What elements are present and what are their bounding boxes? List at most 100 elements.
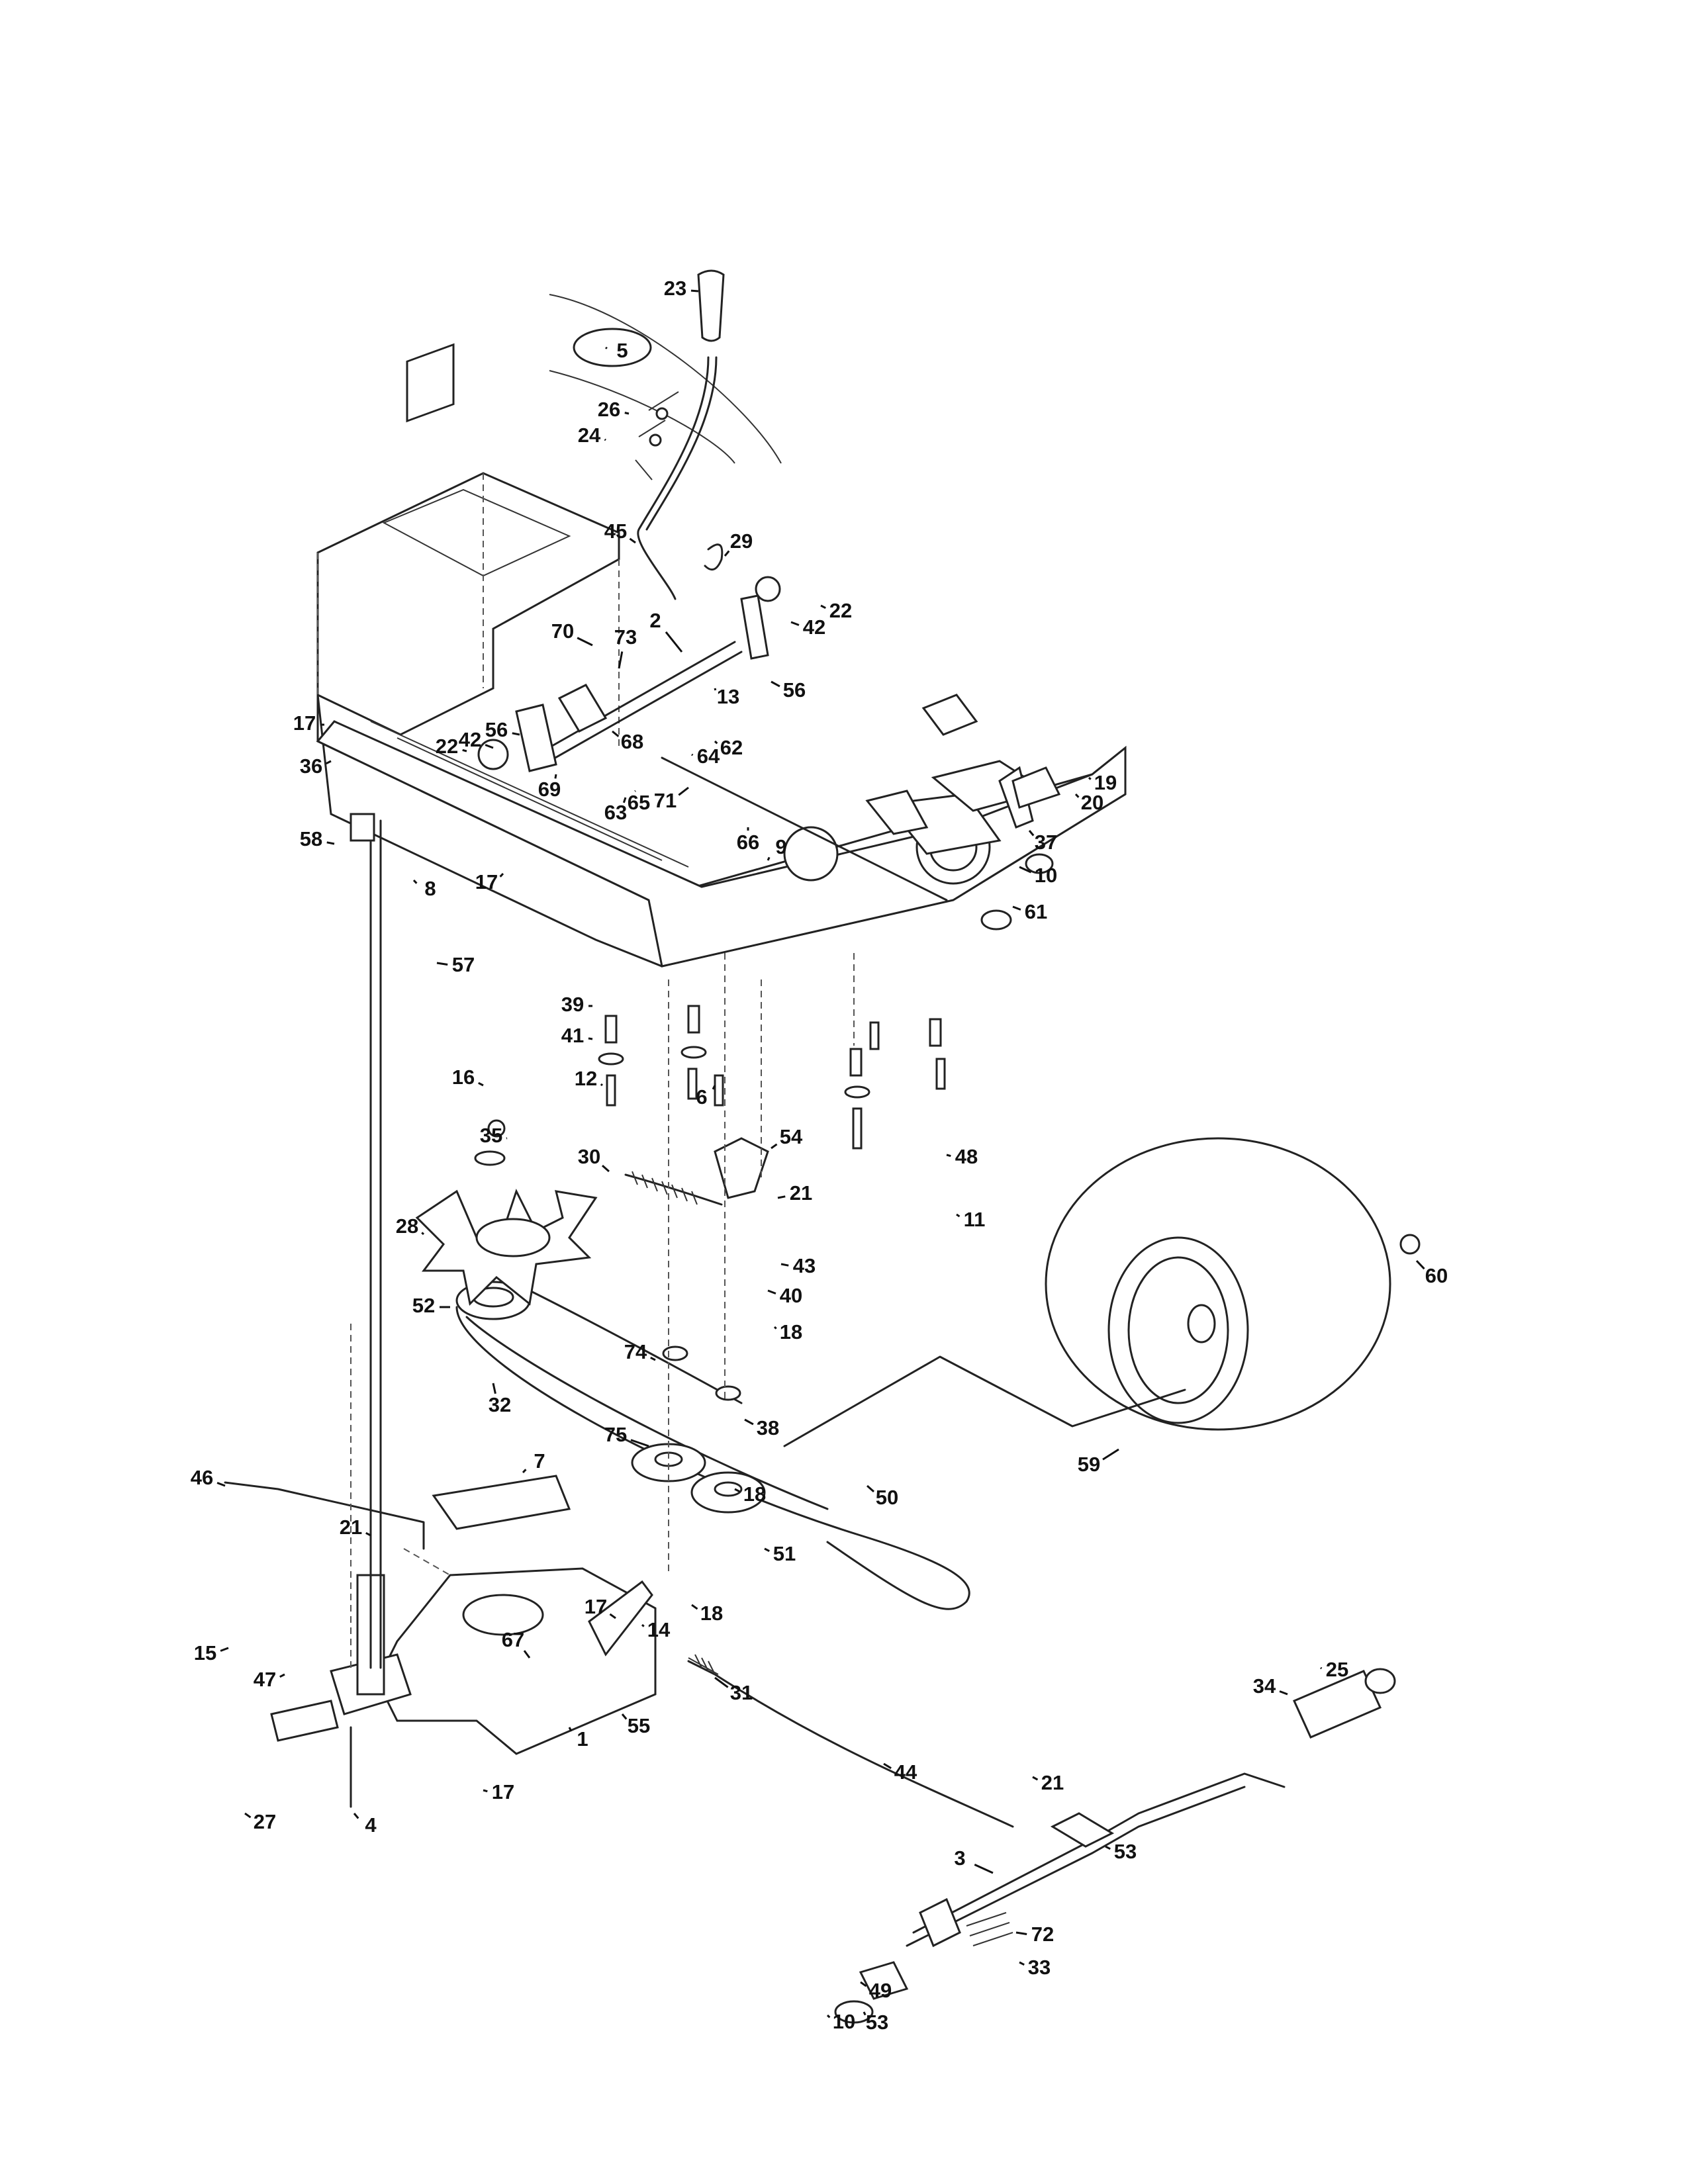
callout-53: 53 [863, 2011, 888, 2034]
callout-number: 50 [876, 1486, 898, 1509]
leader-line [353, 1813, 359, 1819]
leader-line [1279, 1690, 1288, 1696]
callout-number: 35 [480, 1124, 502, 1147]
callout-72: 72 [1015, 1923, 1054, 1946]
callout-number: 65 [628, 791, 650, 814]
callout-24: 24 [578, 424, 606, 447]
callout-42: 42 [459, 728, 494, 751]
leader-line [588, 1037, 593, 1040]
callout-21: 21 [777, 1181, 812, 1205]
callout-8: 8 [412, 877, 436, 900]
leader-line [665, 631, 683, 653]
callout-number: 70 [551, 619, 574, 643]
callout-40: 40 [767, 1284, 802, 1307]
callout-number: 74 [624, 1340, 647, 1363]
callout-number: 48 [955, 1145, 978, 1168]
leader-line [1019, 1961, 1025, 1966]
leader-line [1028, 830, 1035, 837]
leader-line [820, 604, 826, 610]
callout-46: 46 [191, 1466, 226, 1489]
callout-number: 51 [773, 1542, 796, 1565]
callout-35: 35 [480, 1124, 508, 1147]
callout-13: 13 [714, 685, 739, 708]
callout-number: 22 [436, 735, 458, 758]
callout-52: 52 [412, 1294, 450, 1317]
leader-line [974, 1864, 994, 1874]
callout-41: 41 [561, 1024, 593, 1047]
callout-29: 29 [724, 529, 753, 557]
callout-16: 16 [452, 1066, 484, 1089]
callout-67: 67 [502, 1628, 531, 1659]
callout-number: 54 [780, 1125, 803, 1148]
leader-line [956, 1213, 961, 1218]
callout-50: 50 [867, 1484, 898, 1509]
pulley-assembly [415, 1119, 970, 1610]
callout-56: 56 [771, 678, 806, 702]
callout-number: 41 [561, 1024, 584, 1047]
callout-54: 54 [771, 1125, 803, 1150]
callout-number: 63 [604, 801, 627, 824]
leader-line [365, 1531, 371, 1537]
callout-number: 14 [647, 1618, 671, 1641]
callout-57: 57 [436, 953, 475, 976]
leader-line [244, 1812, 252, 1819]
callout-3: 3 [954, 1846, 994, 1874]
callout-49: 49 [860, 1979, 892, 2002]
leader-line [860, 1981, 867, 1987]
callout-number: 12 [575, 1067, 597, 1090]
callout-number: 69 [538, 778, 561, 801]
callout-number: 56 [485, 718, 508, 741]
callout-layer: 1234567891010111213141516171717171818181… [191, 277, 1448, 2034]
leader-line [826, 2014, 831, 2019]
callout-56: 56 [485, 718, 520, 741]
brake-pedal-assembly [687, 1654, 1396, 2024]
callout-number: 18 [700, 1602, 723, 1625]
transaxle [224, 1324, 657, 1808]
callout-43: 43 [780, 1254, 816, 1277]
callout-number: 75 [604, 1423, 627, 1446]
callout-38: 38 [744, 1416, 779, 1439]
callout-6: 6 [696, 1085, 716, 1109]
callout-48: 48 [946, 1145, 978, 1168]
callout-number: 26 [598, 398, 620, 421]
callout-9: 9 [767, 835, 787, 861]
callout-62: 62 [714, 736, 743, 759]
leader-line [1019, 866, 1032, 874]
callout-63: 63 [604, 797, 627, 824]
callout-number: 71 [654, 789, 677, 812]
callout-36: 36 [300, 754, 332, 778]
leader-line [714, 688, 717, 691]
callout-44: 44 [883, 1760, 917, 1784]
callout-number: 17 [293, 711, 316, 735]
leader-line [512, 732, 520, 736]
leader-line [436, 962, 448, 966]
callout-number: 56 [783, 678, 806, 702]
leader-line [767, 856, 771, 861]
callout-number: 27 [254, 1810, 276, 1833]
leader-line [1012, 905, 1021, 911]
callout-74: 74 [624, 1340, 656, 1363]
callout-number: 39 [561, 993, 584, 1016]
leader-line [1105, 1845, 1111, 1850]
callout-10: 10 [826, 2010, 855, 2033]
callout-2: 2 [649, 609, 683, 653]
callout-59: 59 [1078, 1448, 1119, 1476]
callout-32: 32 [489, 1383, 511, 1416]
callout-number: 62 [720, 736, 743, 759]
leader-line [744, 1418, 754, 1426]
leader-line [641, 1623, 645, 1627]
callout-71: 71 [654, 786, 689, 812]
callout-number: 45 [604, 520, 627, 543]
callout-number: 17 [475, 870, 498, 893]
shift-lever-assembly [635, 269, 725, 600]
callout-61: 61 [1012, 900, 1047, 923]
callout-30: 30 [578, 1145, 610, 1173]
callout-number: 11 [964, 1208, 986, 1231]
callout-28: 28 [396, 1214, 425, 1238]
callout-number: 52 [412, 1294, 435, 1317]
callout-number: 2 [649, 609, 661, 632]
callout-number: 21 [340, 1516, 362, 1539]
callout-number: 34 [1253, 1674, 1276, 1698]
leader-line [734, 1488, 740, 1493]
